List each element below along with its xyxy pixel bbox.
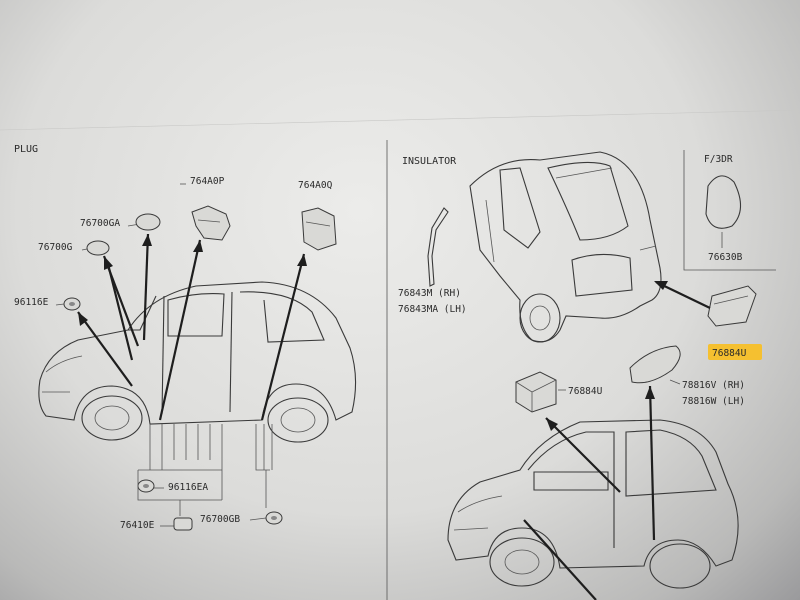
- insulator-76884U-top-icon: [707, 285, 757, 327]
- clip-764A0Q-icon: [301, 207, 337, 251]
- car-front-view: [447, 419, 739, 589]
- part-label-96116E: 96116E: [14, 297, 49, 308]
- inset-title: F/3DR: [704, 154, 733, 165]
- car-side-view: [38, 281, 357, 443]
- part-label-76700GB: 76700GB: [200, 514, 240, 525]
- plug-arrows: [77, 233, 307, 421]
- part-label-76630B: 76630B: [708, 252, 743, 263]
- plug-location-leaders: [137, 424, 273, 516]
- highlight-marker: [708, 344, 762, 360]
- insulator-76884U-icon: [515, 371, 557, 413]
- grommet-96116EA-icon: [137, 479, 155, 493]
- part-label-76884U: 76884U: [568, 386, 603, 397]
- part-label-76884U-highlighted: 76884U: [712, 348, 747, 359]
- section-title-plug: PLUG: [14, 144, 38, 155]
- grommet-76700GB-icon: [265, 511, 283, 525]
- part-label-78816V: 78816V (RH): [682, 380, 745, 391]
- insulator-arrows: [523, 385, 656, 600]
- part-label-76843MA: 76843MA (LH): [398, 304, 467, 315]
- car-rear-view: [469, 151, 662, 343]
- part-label-764A0Q: 764A0Q: [298, 180, 333, 191]
- part-label-76700GA: 76700GA: [80, 218, 120, 229]
- part-label-96116EA: 96116EA: [168, 482, 208, 493]
- part-label-764A0P: 764A0P: [190, 176, 225, 187]
- insulator-76630B-icon: [705, 175, 742, 229]
- grommet-96116E-icon: [63, 297, 81, 311]
- plug-76410E-icon: [173, 517, 193, 531]
- inset-box: F/3DR 76630B: [683, 150, 776, 271]
- plug-76700G-icon: [86, 240, 110, 256]
- part-label-78816W: 78816W (LH): [682, 396, 745, 407]
- clip-764A0P-icon: [191, 205, 231, 241]
- molding-76843M-icon: [427, 207, 449, 287]
- part-label-76700G: 76700G: [38, 242, 73, 253]
- part-label-76843M: 76843M (RH): [398, 288, 461, 299]
- sheet-border: [0, 109, 800, 131]
- pad-78816V-icon: [629, 345, 681, 384]
- part-label-76410E: 76410E: [120, 520, 155, 531]
- plug-76700GA-icon: [135, 213, 161, 231]
- section-title-insulator: INSULATOR: [402, 156, 457, 167]
